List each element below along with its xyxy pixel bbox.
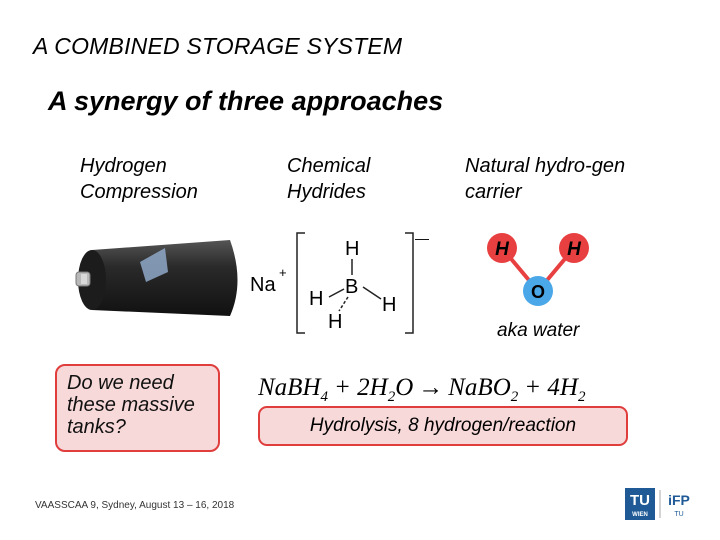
equation-plus: + 4H	[524, 374, 580, 401]
column-heading-line: Natural hydro-gen	[465, 155, 626, 177]
hydrogen-atom-icon	[559, 233, 589, 263]
question-callout: Do we need these massive tanks?	[55, 364, 220, 452]
hydrolysis-note: Hydrolysis, 8 hydrogen/reaction	[258, 406, 628, 446]
oxygen-atom-icon	[523, 276, 553, 306]
reaction-equation: NaBH4+ 2H2O→NaBO2+ 4H2	[258, 374, 586, 404]
column-heading-line: carrier	[465, 181, 522, 203]
column-heading-line: Compression	[80, 181, 198, 203]
left-bracket-icon	[296, 232, 305, 334]
hydrogen-atom-label: H	[495, 239, 510, 260]
footer-text: VAASSCAA 9, Sydney, August 13 – 16, 2018	[35, 500, 235, 511]
svg-text:NaBH4+ 2H2O→NaBO2+ 4H2: NaBH4+ 2H2O→NaBO2+ 4H2	[258, 374, 586, 404]
question-line: tanks?	[67, 416, 126, 438]
hydrogen-atom-label: H	[567, 239, 582, 260]
hydrogen-tank-image	[75, 240, 238, 316]
oxygen-atom-label: O	[531, 282, 545, 302]
equation-plus: + 2H	[334, 374, 390, 401]
university-logos: TU WIEN iFP TU	[625, 488, 690, 520]
ifp-logo-text: iFP	[668, 492, 690, 508]
column-heading-compression: Hydrogen Compression	[80, 153, 198, 205]
tu-wien-logo-icon	[625, 488, 655, 520]
tu-logo-subtext: WIEN	[632, 512, 648, 518]
equation-subscript: 4	[321, 389, 329, 404]
column-heading-line: Chemical	[287, 155, 371, 177]
column-heading-hydrides: Chemical Hydrides	[287, 153, 370, 205]
slide-title: A COMBINED STORAGE SYSTEM	[33, 33, 403, 59]
equation-arrow: →	[418, 374, 443, 401]
hydrogen-bottom: H	[328, 311, 342, 333]
equation-reactant: O	[395, 374, 413, 401]
ifp-logo-subtext: TU	[674, 511, 683, 518]
hydrogen-top: H	[345, 238, 359, 260]
equation-product: NaBO	[447, 374, 511, 401]
equation-subscript: 2	[511, 389, 519, 404]
right-bracket-icon	[405, 232, 414, 334]
water-molecule: H H O	[487, 233, 589, 306]
hydrogen-atom-icon	[487, 233, 517, 263]
anion-charge: —	[415, 230, 429, 246]
tu-logo-text: TU	[630, 492, 650, 509]
column-heading-carrier: Natural hydro-gen carrier	[465, 153, 625, 205]
boron-label: B	[345, 276, 358, 298]
cation-charge: +	[279, 265, 287, 280]
column-heading-line: Hydrogen	[80, 155, 167, 177]
cation-label: Na	[250, 274, 276, 296]
column-heading-line: Hydrides	[287, 181, 366, 203]
sodium-borohydride-structure: Na + — H B H H H	[250, 230, 429, 334]
equation-reactant: NaBH	[258, 374, 322, 401]
hydrogen-right: H	[382, 294, 396, 316]
water-caption: aka water	[497, 320, 580, 341]
question-line: these massive	[67, 394, 195, 416]
question-line: Do we need	[67, 372, 174, 394]
equation-subscript: 2	[578, 389, 586, 404]
slide-subtitle: A synergy of three approaches	[48, 86, 444, 116]
equation-subscript: 2	[388, 389, 396, 404]
hydrogen-left: H	[309, 288, 323, 310]
